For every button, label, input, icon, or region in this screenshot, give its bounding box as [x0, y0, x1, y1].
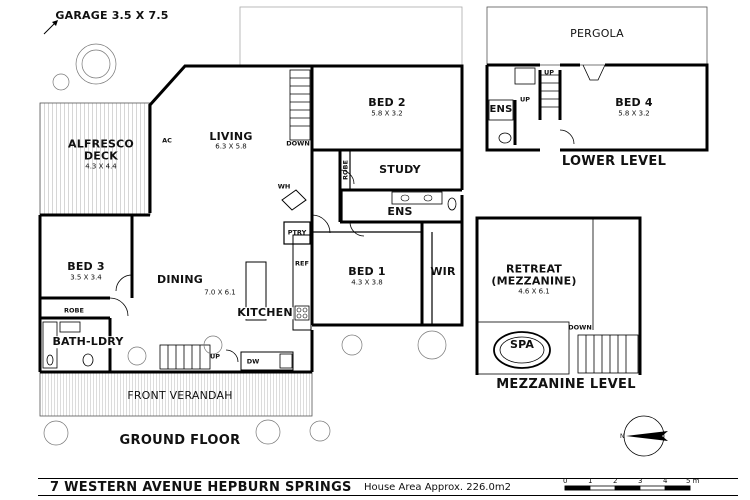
dining-name: DINING	[157, 273, 203, 287]
scale-tick-1: 1	[588, 477, 593, 485]
wir-name: WIR	[430, 265, 456, 279]
dw-label: DW	[246, 357, 260, 366]
pergola-label: PERGOLA	[570, 27, 624, 41]
lower-ensuite-name: ENS	[489, 103, 513, 115]
bed4-size: 5.8 X 3.2	[618, 109, 650, 118]
up-front-label: UP	[209, 352, 221, 361]
front-verandah	[39, 371, 313, 417]
up-lower-b-label: UP	[519, 95, 531, 104]
spa-area	[476, 321, 570, 375]
garage-arrow-icon	[43, 20, 58, 35]
address-title: 7 WESTERN AVENUE HEPBURN SPRINGS	[50, 480, 352, 495]
kitchen-island	[245, 261, 267, 321]
vanity	[391, 191, 443, 205]
scale-tick-3: 3	[638, 477, 643, 485]
kitchen-bench	[292, 234, 312, 331]
pantry	[283, 221, 311, 245]
bed3-size: 3.5 X 3.4	[70, 273, 102, 282]
ensuite-name: ENS	[387, 205, 413, 219]
bed4-name: BED 4	[615, 96, 653, 110]
mezz-stairs	[577, 334, 639, 374]
kitchen-counter-front	[240, 351, 294, 371]
living-stairs	[289, 69, 311, 141]
wh-label: WH	[277, 182, 291, 191]
living-name: LIVING	[209, 130, 253, 144]
scale-tick-2: 2	[613, 477, 618, 485]
retreat-size: 4.6 X 6.1	[518, 287, 550, 296]
front-stairs	[159, 344, 211, 370]
lower-level-title: LOWER LEVEL	[561, 154, 667, 170]
toilet	[447, 197, 457, 211]
bed3-name: BED 3	[67, 260, 105, 274]
water-heater	[281, 189, 307, 211]
alfresco-deck	[39, 102, 151, 216]
verandah-name: FRONT VERANDAH	[127, 389, 233, 403]
lower-vanity	[488, 99, 514, 121]
mezzanine-walls	[475, 216, 642, 375]
bath-ldry-name: BATH-LDRY	[52, 335, 124, 349]
scale-bar	[564, 485, 691, 491]
robe-bed3-label: ROBE	[64, 306, 84, 315]
footer-bar	[38, 478, 738, 496]
spa-name: SPA	[509, 338, 535, 352]
compass-north-label: N	[620, 433, 625, 440]
scale-tick-4: 4	[663, 477, 668, 485]
robe-label: ROBE	[341, 160, 350, 180]
pantry-label: PTRY	[287, 228, 307, 237]
bed1-size: 4.3 X 3.8	[351, 278, 383, 287]
scale-tick-5: 5 m	[686, 477, 700, 485]
trees	[43, 43, 447, 446]
kitchen-size: 7.0 X 6.1	[204, 288, 236, 297]
sink	[279, 353, 293, 369]
down-mezz-label: DOWN	[568, 323, 592, 332]
lower-level-walls	[485, 63, 709, 152]
garage-label: GARAGE 3.5 X 7.5	[55, 9, 169, 23]
mezzanine-level-title: MEZZANINE LEVEL	[496, 377, 636, 393]
down-living-label: DOWN	[286, 139, 310, 148]
retreat-name: RETREAT (MEZZANINE)	[491, 262, 577, 287]
pergola-outline	[486, 6, 708, 66]
upper-outline	[239, 6, 463, 68]
alfresco-name: ALFRESCO DECK	[68, 137, 134, 162]
bed2-size: 5.8 X 3.2	[371, 109, 403, 118]
bed2-name: BED 2	[368, 96, 406, 110]
up-lower-a-label: UP	[543, 68, 555, 77]
cooktop	[294, 305, 310, 321]
lower-toilet	[498, 132, 512, 144]
door-swings	[109, 169, 365, 363]
ref-label: REF	[295, 259, 309, 268]
toilet-bath	[82, 353, 94, 367]
alfresco-size: 4.3 X 4.4	[85, 162, 117, 171]
living-size: 6.3 X 5.8	[215, 142, 247, 151]
bed1-name: BED 1	[348, 265, 386, 279]
scale-tick-0: 0	[563, 477, 568, 485]
ground-floor-title: GROUND FLOOR	[119, 433, 241, 449]
ac-label: AC	[162, 136, 172, 145]
study-name: STUDY	[379, 163, 421, 177]
spa-tub	[493, 331, 551, 369]
kitchen-name: KITCHEN	[237, 306, 293, 320]
north-compass-icon	[623, 415, 668, 457]
house-area: House Area Approx. 226.0m2	[364, 482, 511, 493]
